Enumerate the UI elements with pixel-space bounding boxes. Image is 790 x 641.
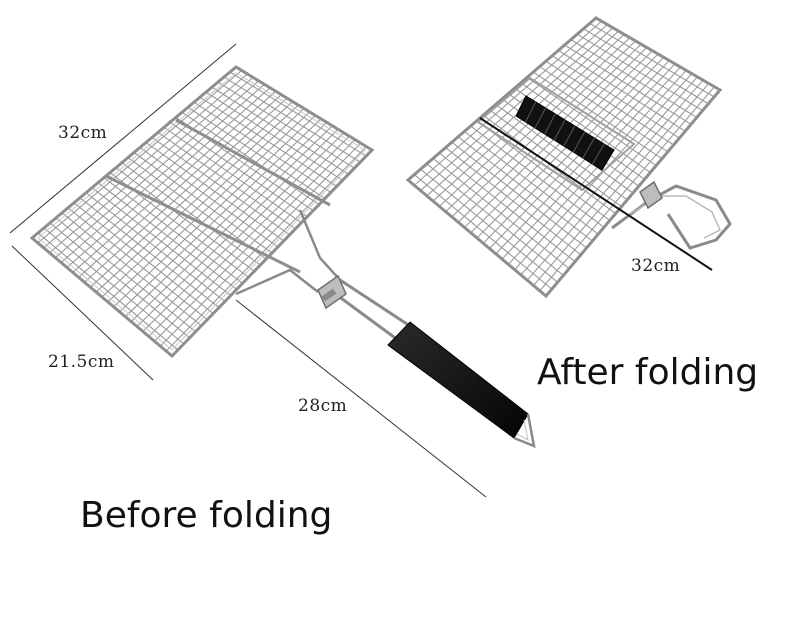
dimension-line-after-32cm: [479, 117, 713, 271]
folded-handle-loop: [611, 180, 732, 250]
grill-basket-unfolded: [29, 65, 536, 449]
handle-grip: [387, 321, 529, 439]
grill-basket-folded: [405, 16, 732, 299]
dimension-label-width-after: 32cm: [631, 256, 681, 276]
caption-before-folding: Before folding: [80, 495, 333, 536]
slider-clip: [317, 274, 347, 310]
dimension-line-28cm: [235, 299, 487, 498]
dimension-label-width-before: 32cm: [58, 123, 108, 143]
dimension-line-21-5cm: [11, 245, 154, 381]
handle-rods: [235, 209, 411, 342]
caption-after-folding: After folding: [537, 352, 759, 393]
dimension-label-handle-length: 28cm: [298, 396, 348, 416]
dimension-line-32cm: [9, 43, 237, 234]
dimension-label-depth: 21.5cm: [48, 352, 115, 372]
